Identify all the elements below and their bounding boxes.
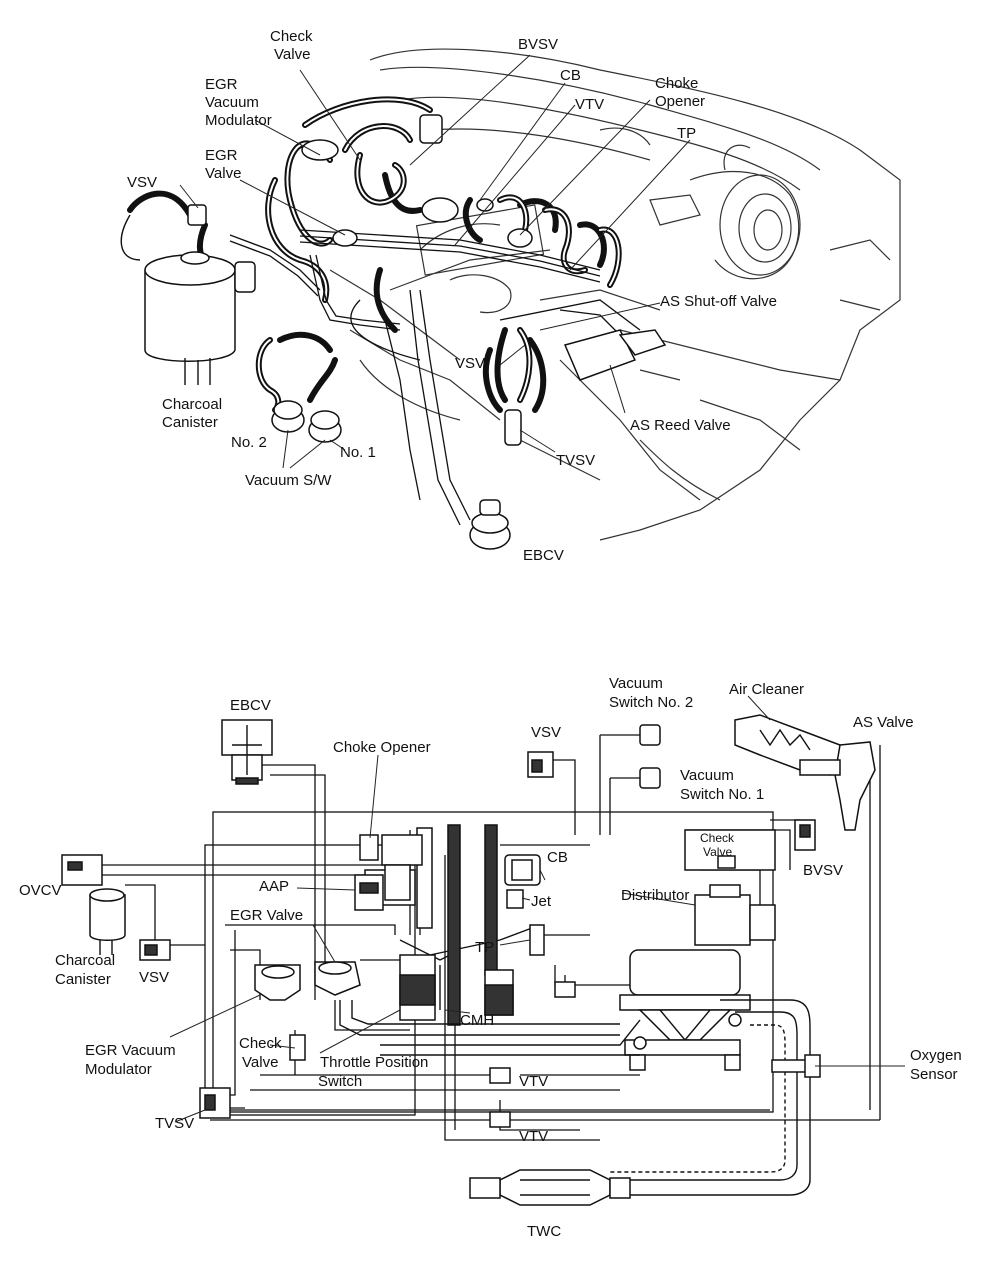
- ebcv-schematic: [221, 719, 273, 785]
- label-cb: CB: [560, 67, 581, 84]
- exhaust-system-schematic: [339, 949, 821, 1206]
- label-vsv-left: VSV: [127, 174, 157, 191]
- label-air-cleaner: Air Cleaner: [729, 681, 804, 698]
- label-jet: Jet: [531, 893, 552, 910]
- vacuum-switches-top: [271, 400, 342, 443]
- label-vsv-top: VSV: [531, 724, 561, 741]
- ovcv-canister-schematic: [61, 854, 171, 961]
- ebcv-top: [469, 499, 511, 550]
- distributor-schematic: [684, 819, 816, 946]
- label-choke-opener: Choke Opener: [333, 739, 431, 756]
- label-tp: TP: [475, 939, 494, 956]
- as-reed-valve-top: [563, 329, 667, 381]
- label-no2: No. 2: [231, 434, 267, 451]
- label-vtv-upper: VTV: [519, 1073, 548, 1090]
- label-cb: CB: [547, 849, 568, 866]
- label-ebcv: EBCV: [230, 697, 271, 714]
- label-cmh: CMH: [460, 1012, 494, 1029]
- label-ovcv: OVCV: [19, 882, 62, 899]
- vsv-top-left: [187, 204, 256, 293]
- label-tvsv-top: TVSV: [556, 452, 595, 469]
- leader-lines-bottom: [169, 695, 905, 1123]
- label-aap: AAP: [259, 878, 289, 895]
- egr-parts-top: [301, 114, 533, 446]
- vsv-top-schematic: [527, 751, 554, 778]
- aap-choke-schematic: [354, 834, 384, 911]
- label-no1: No. 1: [340, 444, 376, 461]
- label-ebcv-top: EBCV: [523, 547, 564, 564]
- vacuum-switches-schematic: [639, 724, 661, 789]
- label-vtv-lower: VTV: [519, 1128, 548, 1145]
- label-vacuum-sw: Vacuum S/W: [245, 472, 332, 489]
- label-twc: TWC: [527, 1223, 561, 1240]
- carburetor-schematic: [364, 824, 514, 1026]
- label-as-reed-valve: AS Reed Valve: [630, 417, 731, 434]
- label-vsv-left: VSV: [139, 969, 169, 986]
- label-egr-valve: EGR Valve: [230, 907, 303, 924]
- vtv-schematic: [489, 1067, 511, 1128]
- label-tp: TP: [677, 125, 696, 142]
- label-vtv: VTV: [575, 96, 604, 113]
- label-bvsv: BVSV: [518, 36, 558, 53]
- charcoal-canister-top: [120, 214, 236, 385]
- egr-schematic: [199, 961, 361, 1119]
- leader-lines-top: [179, 54, 691, 469]
- label-as-shutoff-valve: AS Shut-off Valve: [660, 293, 777, 310]
- label-vsv-center: VSV: [455, 355, 485, 372]
- cb-jet-tp-schematic: [504, 854, 576, 998]
- label-bvsv: BVSV: [803, 862, 843, 879]
- air-cleaner-schematic: [734, 714, 876, 831]
- label-as-valve: AS Valve: [853, 714, 914, 731]
- label-tvsv: TVSV: [155, 1115, 194, 1132]
- label-distributor: Distributor: [621, 887, 689, 904]
